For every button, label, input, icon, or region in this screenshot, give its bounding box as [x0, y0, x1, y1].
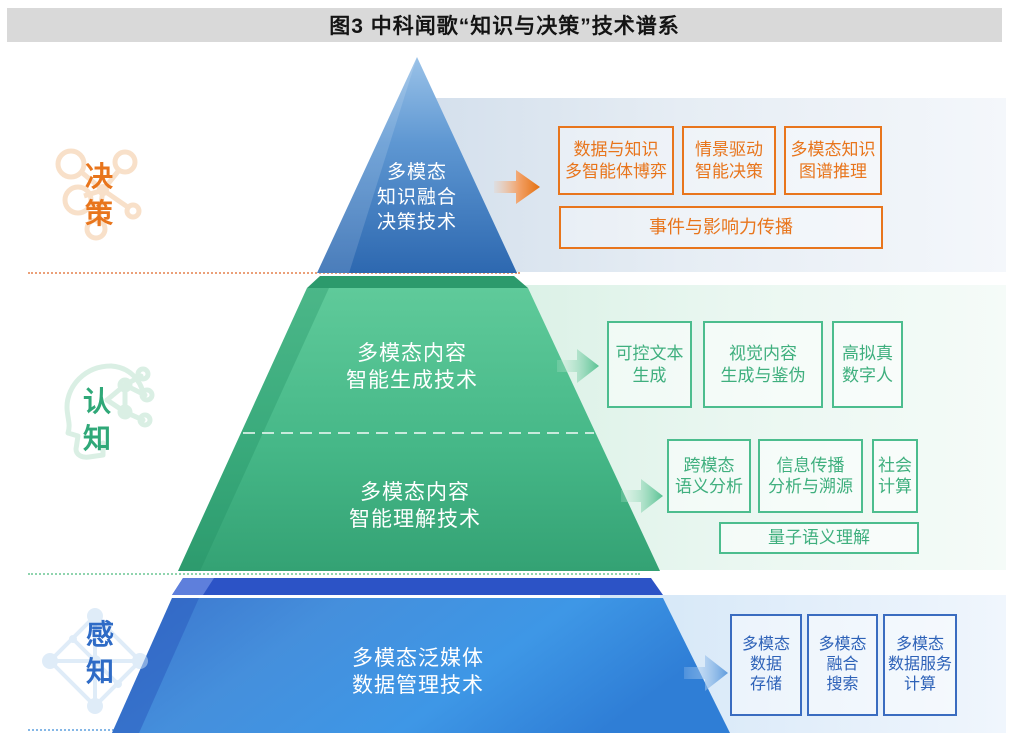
pyramid-top-triangle: [317, 57, 517, 273]
tech-box-visual-content: 视觉内容 生成与鉴伪: [703, 321, 823, 408]
cognition-separator-line: [28, 573, 640, 575]
tech-box-fusion-search: 多模态 融合 搜索: [807, 614, 878, 716]
rail-decision-label: 决 策: [85, 158, 113, 232]
tech-box-line: 多模态: [818, 636, 867, 654]
tech-box-line: 数据: [749, 656, 782, 674]
tech-box-line: 高拟真: [842, 344, 893, 364]
tech-box-knowledge-graph-reasoning: 多模态知识 图谱推理: [784, 126, 882, 195]
rail-char: 知: [86, 656, 115, 687]
head-circuit-icon: [64, 363, 155, 460]
tech-box-line: 跨模态: [683, 455, 735, 475]
pyramid-bottom-trapezoid: [112, 578, 730, 733]
arrow-right-icon: [684, 655, 728, 691]
label-line: 智能生成技术: [346, 369, 478, 392]
tech-box-line: 生成: [632, 365, 667, 385]
tech-box-line: 数据与知识: [573, 140, 659, 160]
rail-char: 决: [85, 161, 114, 192]
label-line: 数据管理技术: [352, 674, 484, 697]
tech-box-line: 多模态知识: [790, 140, 876, 160]
tech-box-social-computing: 社会 计算: [872, 439, 918, 513]
tech-box-info-spread-tracing: 信息传播 分析与溯源: [758, 439, 863, 513]
tech-box-data-service-computing: 多模态 数据服务 计算: [883, 614, 957, 716]
tech-box-line: 搜索: [826, 675, 859, 693]
tech-box-line: 信息传播: [776, 455, 845, 475]
label-line: 多模态泛媒体: [352, 647, 484, 670]
rail-perception-label: 感 知: [86, 616, 114, 690]
tech-box-line: 多模态: [895, 636, 944, 654]
tech-box-line: 数字人: [842, 365, 893, 385]
rail-char: 认: [83, 386, 112, 417]
tech-box-line: 社会: [878, 455, 912, 475]
label-line: 多模态内容: [357, 342, 467, 365]
pyramid-level-decision-label: 多模态 知识融合 决策技术: [327, 160, 507, 235]
pyramid-level-perception-label: 多模态泛媒体 数据管理技术: [318, 645, 518, 699]
page-title: 图3 中科闻歌“知识与决策”技术谱系: [7, 8, 1002, 42]
tech-box-line: 多智能体博弈: [565, 161, 667, 181]
arrow-right-icon: [557, 349, 599, 383]
decision-separator-line: [28, 272, 520, 274]
rail-cognition-label: 认 知: [83, 383, 111, 457]
label-line: 知识融合: [376, 187, 457, 208]
tech-box-line: 事件与影响力传播: [649, 217, 793, 238]
pyramid-middle-trapezoid: [178, 276, 660, 571]
tech-box-crossmodal-semantics: 跨模态 语义分析: [667, 439, 751, 513]
tech-box-line: 生成与鉴伪: [720, 365, 806, 385]
tech-box-scenario-decision: 情景驱动 智能决策: [682, 126, 776, 195]
tech-box-line: 视觉内容: [729, 344, 797, 364]
tech-box-line: 存储: [749, 675, 782, 693]
tech-box-line: 数据服务: [887, 656, 952, 674]
label-line: 决策技术: [376, 212, 457, 233]
tech-box-line: 语义分析: [675, 477, 743, 496]
tech-box-line: 分析与溯源: [768, 477, 853, 496]
label-line: 多模态: [386, 162, 447, 183]
label-line: 多模态内容: [360, 481, 470, 504]
rail-char: 知: [83, 423, 112, 454]
tech-box-line: 计算: [903, 675, 936, 693]
tech-box-digital-human: 高拟真 数字人: [832, 321, 903, 408]
pyramid-level-generation-label: 多模态内容 智能生成技术: [312, 340, 512, 394]
tech-box-event-influence: 事件与影响力传播: [559, 206, 883, 249]
network-diamond-icon: [42, 608, 148, 714]
tech-box-quantum-semantics: 量子语义理解: [719, 522, 919, 554]
arrow-right-icon: [621, 479, 663, 513]
pyramid-level-understanding-label: 多模态内容 智能理解技术: [315, 479, 515, 533]
tech-box-line: 量子语义理解: [768, 528, 870, 548]
rail-char: 感: [86, 619, 115, 650]
tech-box-line: 融合: [826, 656, 859, 674]
tech-box-line: 情景驱动: [695, 140, 763, 160]
label-line: 智能理解技术: [349, 508, 481, 531]
tech-box-multimodal-storage: 多模态 数据 存储: [730, 614, 802, 716]
tech-box-line: 图谱推理: [799, 161, 867, 181]
tech-box-line: 计算: [878, 477, 912, 496]
rail-char: 策: [85, 198, 114, 229]
arrow-right-icon: [494, 170, 540, 204]
tech-box-line: 智能决策: [695, 161, 763, 181]
tech-box-line: 多模态: [741, 636, 790, 654]
tech-box-line: 可控文本: [615, 344, 684, 364]
tech-box-multiagent-game: 数据与知识 多智能体博弈: [558, 126, 674, 195]
tech-box-controllable-text: 可控文本 生成: [607, 321, 692, 408]
network-graph-icon: [55, 148, 142, 241]
